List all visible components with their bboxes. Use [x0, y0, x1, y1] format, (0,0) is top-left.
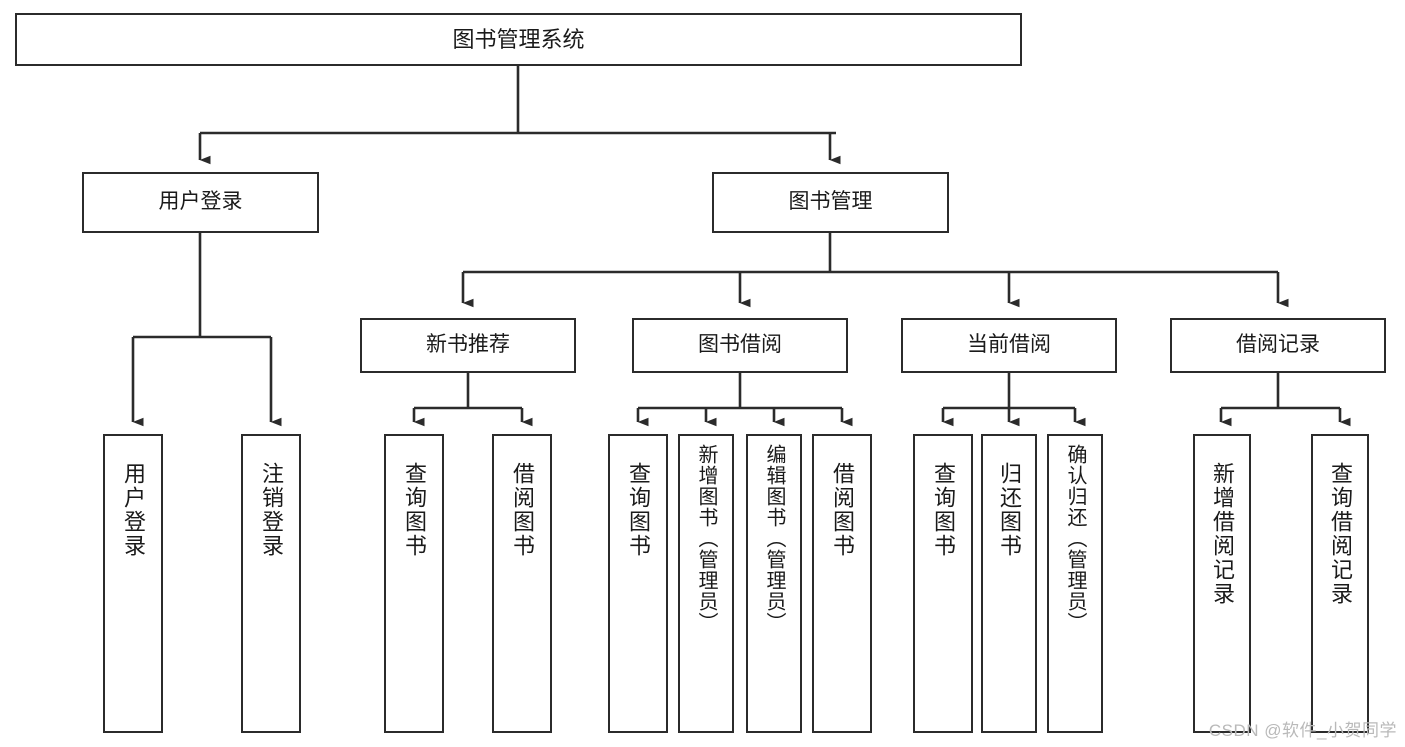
node-label: 查询图书 [626, 462, 651, 558]
node-label: 当前借阅 [967, 333, 1051, 357]
node-label: 新增图书（管理员） [695, 444, 717, 633]
leaf-borrow-book-new-rec[interactable]: 借阅图书 [492, 434, 552, 733]
leaf-query-book-new-rec[interactable]: 查询图书 [384, 434, 444, 733]
leaf-query-book-borrow[interactable]: 查询图书 [608, 434, 668, 733]
node-book-borrow[interactable]: 图书借阅 [632, 318, 848, 373]
leaf-add-book-admin[interactable]: 新增图书（管理员） [678, 434, 734, 733]
node-user-login[interactable]: 用户登录 [82, 172, 319, 233]
leaf-return-book[interactable]: 归还图书 [981, 434, 1037, 733]
node-label: 新书推荐 [426, 333, 510, 357]
node-label: 图书管理系统 [452, 26, 585, 52]
node-book-management[interactable]: 图书管理 [712, 172, 949, 233]
node-label: 图书借阅 [698, 333, 782, 357]
node-label: 图书管理 [788, 190, 873, 214]
leaf-edit-book-admin[interactable]: 编辑图书（管理员） [746, 434, 802, 733]
node-new-book-recommend[interactable]: 新书推荐 [360, 318, 576, 373]
node-label: 查询图书 [402, 462, 427, 558]
node-current-borrow[interactable]: 当前借阅 [901, 318, 1117, 373]
node-label: 借阅图书 [830, 462, 855, 558]
node-label: 新增借阅记录 [1210, 462, 1235, 606]
node-label: 确认归还（管理员） [1064, 444, 1086, 633]
leaf-query-borrow-record[interactable]: 查询借阅记录 [1311, 434, 1369, 733]
node-label: 查询借阅记录 [1328, 462, 1353, 606]
leaf-user-login[interactable]: 用户登录 [103, 434, 163, 733]
leaf-logout[interactable]: 注销登录 [241, 434, 301, 733]
csdn-watermark: CSDN @软件_小贺同学 [1208, 721, 1397, 740]
node-borrow-record[interactable]: 借阅记录 [1170, 318, 1386, 373]
leaf-borrow-book-borrow[interactable]: 借阅图书 [812, 434, 872, 733]
node-label: 借阅记录 [1236, 333, 1320, 357]
node-label: 归还图书 [997, 462, 1022, 558]
leaf-add-borrow-record[interactable]: 新增借阅记录 [1193, 434, 1251, 733]
node-root-book-management-system[interactable]: 图书管理系统 [15, 13, 1022, 66]
node-label: 注销登录 [259, 462, 284, 558]
node-label: 用户登录 [158, 190, 243, 214]
node-label: 借阅图书 [510, 462, 535, 558]
leaf-confirm-return-admin[interactable]: 确认归还（管理员） [1047, 434, 1103, 733]
node-label: 用户登录 [121, 462, 146, 558]
leaf-query-book-current[interactable]: 查询图书 [913, 434, 973, 733]
node-label: 编辑图书（管理员） [763, 444, 785, 633]
node-label: 查询图书 [931, 462, 956, 558]
